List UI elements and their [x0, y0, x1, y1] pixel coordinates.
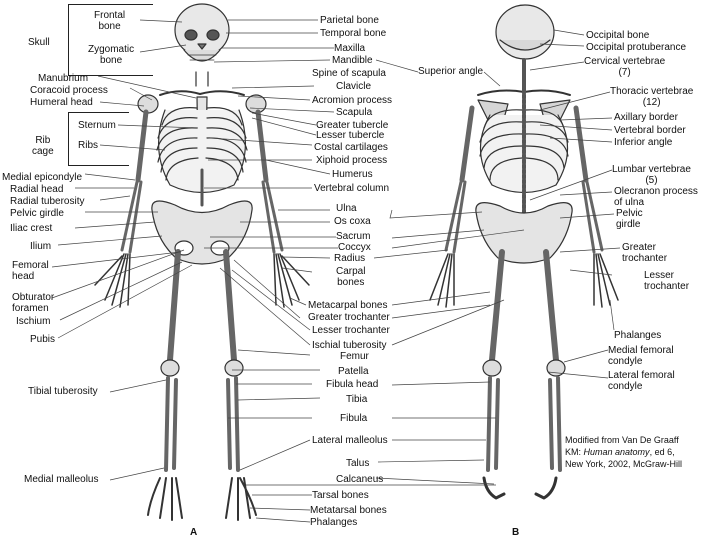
label-fibula: Fibula — [340, 413, 368, 424]
label-lateral-femoral-condyle: Lateral femoral condyle — [608, 370, 675, 392]
label-lesser-tubercle: Lesser tubercle — [316, 130, 385, 141]
leader-lines — [51, 19, 621, 523]
label-femoral-head: Femoral head — [12, 260, 49, 282]
credit-book-title: Human anatomy — [583, 447, 650, 457]
skull-bracket — [68, 4, 153, 76]
label-lateral-malleolus: Lateral malleolus — [312, 435, 388, 446]
label-pelvic-girdle: Pelvic girdle — [10, 208, 64, 219]
label-lesser-trochanter-posterior: Lesser trochanter — [644, 270, 690, 292]
label-cervical-vertebrae: Cervical vertebrae (7) — [584, 56, 666, 78]
label-olecranon-process: Olecranon process of ulna — [614, 186, 698, 208]
label-manubrium: Manubrium — [38, 73, 89, 84]
label-zygomatic-bone: Zygomatic bone — [88, 44, 135, 66]
label-spine-of-scapula: Spine of scapula — [312, 68, 386, 79]
figure-letter-b: B — [512, 527, 520, 538]
anterior-skeleton — [94, 3, 310, 521]
label-greater-trochanter-posterior: Greater trochanter — [622, 242, 668, 264]
label-talus: Talus — [346, 458, 370, 469]
label-fibula-head: Fibula head — [326, 379, 379, 390]
label-acromion-process: Acromion process — [312, 95, 393, 106]
label-phalanges-posterior: Phalanges — [614, 330, 662, 341]
credit-line-2-prefix: KM: — [565, 447, 584, 457]
label-obturator-foramen: Obturator foramen — [12, 292, 55, 314]
label-medial-epicondyle: Medial epicondyle — [2, 172, 83, 183]
label-greater-tubercle: Greater tubercle — [316, 120, 389, 131]
label-skull: Skull — [28, 37, 50, 48]
label-iliac-crest: Iliac crest — [10, 223, 53, 234]
label-axillary-border: Axillary border — [614, 112, 678, 123]
source-credit: Modified from Van De Graaff KM: Human an… — [565, 434, 682, 470]
label-frontal-bone: Frontal bone — [94, 10, 126, 32]
label-inferior-angle: Inferior angle — [614, 137, 673, 148]
label-clavicle: Clavicle — [336, 81, 372, 92]
label-lesser-trochanter: Lesser trochanter — [312, 325, 390, 336]
label-medial-malleolus: Medial malleolus — [24, 474, 99, 485]
rib-cage-bracket — [68, 112, 129, 166]
figure-letter-a: A — [190, 527, 198, 538]
label-sacrum: Sacrum — [336, 231, 371, 242]
label-patella: Patella — [338, 366, 369, 377]
label-ulna: Ulna — [336, 203, 357, 214]
label-phalanges: Phalanges — [310, 517, 358, 528]
label-carpal-bones: Carpal bones — [336, 266, 366, 288]
label-scapula: Scapula — [336, 107, 373, 118]
label-tarsal-bones: Tarsal bones — [312, 490, 369, 501]
label-greater-trochanter: Greater trochanter — [308, 312, 390, 323]
label-pelvic-girdle-posterior: Pelvic girdle — [616, 208, 643, 230]
label-tibia: Tibia — [346, 394, 368, 405]
credit-line-3: New York, 2002, McGraw-Hill — [565, 459, 683, 469]
label-ischial-tuberosity: Ischial tuberosity — [312, 340, 387, 351]
posterior-skeleton — [429, 4, 619, 500]
label-mandible: Mandible — [332, 55, 373, 66]
label-pubis: Pubis — [30, 334, 56, 345]
label-metatarsal-bones: Metatarsal bones — [310, 505, 387, 516]
label-metacarpal-bones: Metacarpal bones — [308, 300, 388, 311]
label-superior-angle: Superior angle — [418, 66, 484, 77]
label-calcaneus: Calcaneus — [336, 474, 384, 485]
label-medial-femoral-condyle: Medial femoral condyle — [608, 345, 674, 367]
label-femur: Femur — [340, 351, 369, 362]
label-temporal-bone: Temporal bone — [320, 28, 387, 39]
label-occipital-protuberance: Occipital protuberance — [586, 42, 687, 53]
label-thoracic-vertebrae: Thoracic vertebrae (12) — [610, 86, 694, 108]
label-parietal-bone: Parietal bone — [320, 15, 379, 26]
label-vertebral-border: Vertebral border — [614, 125, 686, 136]
credit-line-1: Modified from Van De Graaff — [565, 435, 679, 445]
label-maxilla: Maxilla — [334, 43, 366, 54]
label-ribs: Ribs — [78, 140, 99, 151]
label-coccyx: Coccyx — [338, 242, 371, 253]
label-radial-tuberosity: Radial tuberosity — [10, 196, 85, 207]
credit-line-2-suffix: , ed 6, — [649, 447, 675, 457]
label-ischium: Ischium — [16, 316, 51, 327]
label-radial-head: Radial head — [10, 184, 64, 195]
label-humerus: Humerus — [332, 169, 373, 180]
label-costal-cartilages: Costal cartilages — [314, 142, 388, 153]
label-vertebral-column: Vertebral column — [314, 183, 390, 194]
label-ilium: Ilium — [30, 241, 52, 252]
credit-line-2: KM: Human anatomy, ed 6, — [565, 446, 682, 458]
label-tibial-tuberosity: Tibial tuberosity — [28, 386, 98, 397]
label-coracoid-process: Coracoid process — [30, 85, 108, 96]
label-radius: Radius — [334, 253, 366, 264]
label-humeral-head: Humeral head — [30, 97, 93, 108]
label-rib-cage: Rib cage — [32, 135, 54, 157]
label-lumbar-vertebrae: Lumbar vertebrae (5) — [612, 164, 691, 186]
label-xiphoid-process: Xiphoid process — [316, 155, 388, 166]
label-sternum: Sternum — [78, 120, 116, 131]
label-os-coxa: Os coxa — [334, 216, 371, 227]
label-occipital-bone: Occipital bone — [586, 30, 650, 41]
